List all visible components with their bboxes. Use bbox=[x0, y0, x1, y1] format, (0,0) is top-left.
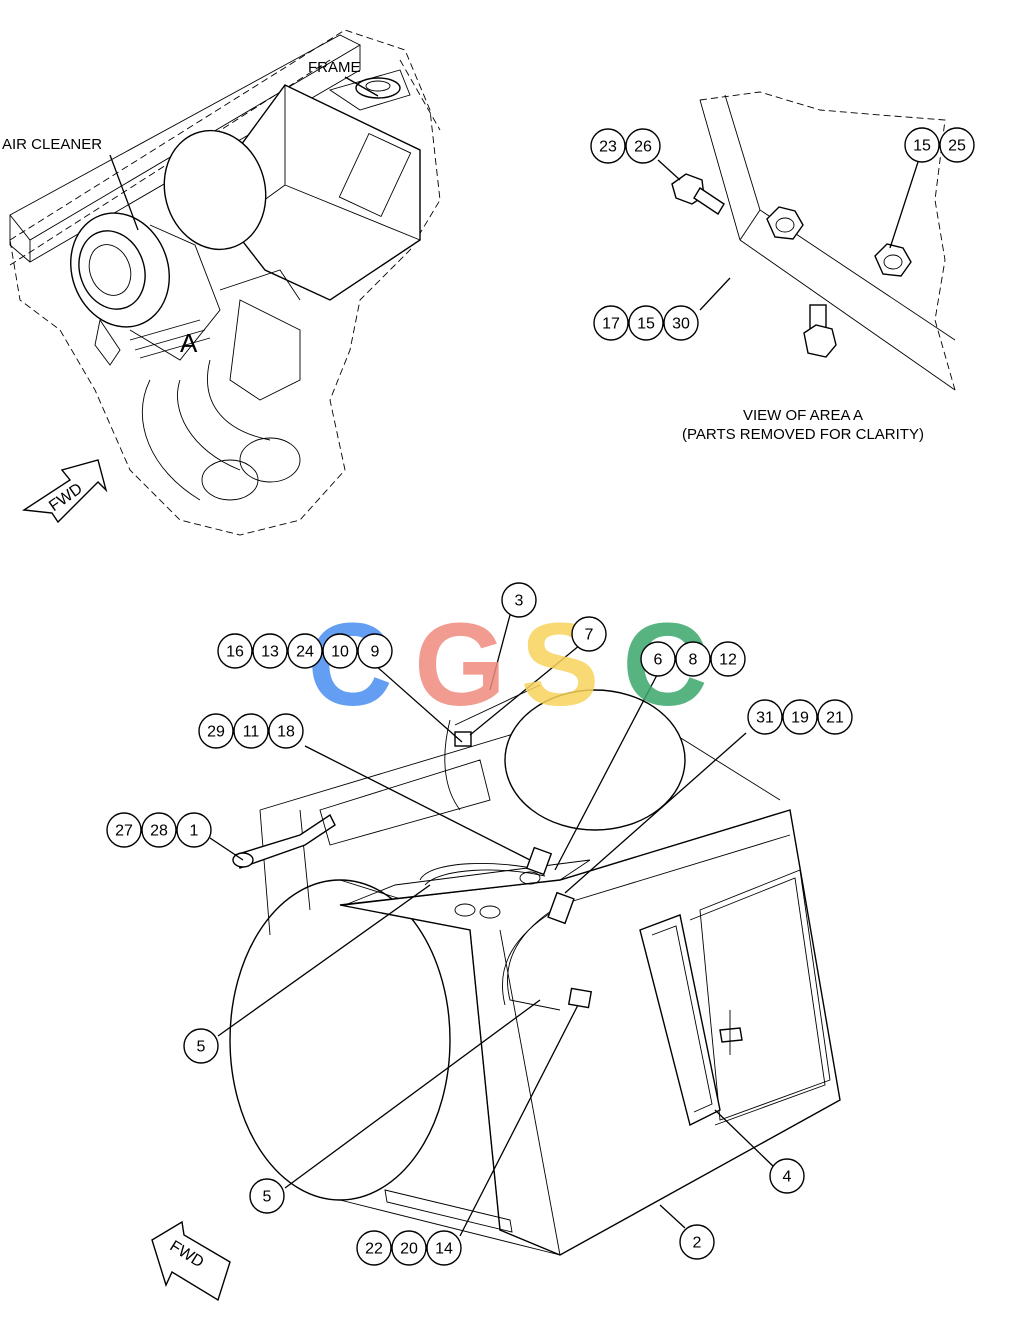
callout-circle bbox=[233, 713, 269, 749]
callout-circle bbox=[939, 127, 975, 163]
callout-number: 29 bbox=[207, 724, 225, 741]
frame-label: FRAME bbox=[308, 59, 361, 76]
callout-number: 6 bbox=[654, 652, 663, 669]
callout-number: 18 bbox=[277, 724, 295, 741]
callout-number: 17 bbox=[602, 316, 620, 333]
callout-number: 27 bbox=[115, 823, 133, 840]
callout-group-3: 3 bbox=[501, 582, 537, 618]
callout-circle bbox=[663, 305, 699, 341]
callout-number: 20 bbox=[400, 1241, 418, 1258]
callout-circle bbox=[141, 812, 177, 848]
callout-number: 23 bbox=[599, 139, 617, 156]
callout-circle bbox=[217, 633, 253, 669]
callout-number: 24 bbox=[296, 644, 314, 661]
callout-circle bbox=[747, 699, 783, 735]
callout-number: 25 bbox=[948, 138, 966, 155]
callout-group-5a: 5 bbox=[183, 1028, 219, 1064]
callout-group-6-8-12: 6 8 12 bbox=[640, 641, 746, 677]
callout-number: 1 bbox=[190, 823, 199, 840]
callout-circle bbox=[628, 305, 664, 341]
callout-number: 11 bbox=[243, 724, 260, 741]
callout-circle bbox=[426, 1230, 462, 1266]
leader-lines bbox=[209, 614, 776, 1237]
callout-circle bbox=[249, 1178, 285, 1214]
callout-group-27-28-1: 27 28 1 bbox=[106, 812, 212, 848]
main-assembly bbox=[229, 684, 841, 1256]
callout-number: 28 bbox=[150, 823, 168, 840]
callout-circle bbox=[176, 812, 212, 848]
callout-group-4: 4 bbox=[769, 1158, 805, 1194]
callout-circle bbox=[106, 812, 142, 848]
callout-number: 15 bbox=[913, 138, 931, 155]
callout-number: 12 bbox=[719, 652, 737, 669]
callout-circle bbox=[817, 699, 853, 735]
view-subtitle: (PARTS REMOVED FOR CLARITY) bbox=[682, 426, 924, 443]
callout-number: 9 bbox=[371, 644, 380, 661]
callout-circle bbox=[782, 699, 818, 735]
callout-number: 31 bbox=[756, 710, 774, 727]
callout-number: 10 bbox=[331, 644, 349, 661]
callout-number: 7 bbox=[585, 627, 594, 644]
callout-group-16-13-24-10-9: 16 13 24 10 9 bbox=[217, 633, 393, 669]
callout-group-23-26: 23 26 bbox=[590, 128, 661, 164]
callout-number: 14 bbox=[435, 1241, 453, 1258]
callout-number: 3 bbox=[515, 593, 524, 610]
overview-illustration bbox=[9, 29, 441, 536]
callout-number: 8 bbox=[689, 652, 698, 669]
callout-number: 21 bbox=[826, 710, 844, 727]
callout-circle bbox=[322, 633, 358, 669]
callout-circle bbox=[501, 582, 537, 618]
callout-number: 5 bbox=[197, 1039, 206, 1056]
callout-number: 13 bbox=[261, 644, 279, 661]
area-a-marker: A bbox=[180, 328, 198, 358]
callout-number: 30 bbox=[672, 316, 690, 333]
callout-group-31-19-21: 31 19 21 bbox=[747, 699, 853, 735]
callout-number: 2 bbox=[693, 1235, 702, 1252]
callout-circle bbox=[590, 128, 626, 164]
callout-number: 22 bbox=[365, 1241, 383, 1258]
callout-number: 16 bbox=[226, 644, 244, 661]
area-a-detail bbox=[657, 91, 956, 391]
callout-circle bbox=[640, 641, 676, 677]
callout-group-7: 7 bbox=[571, 616, 607, 652]
callout-number: 15 bbox=[637, 316, 655, 333]
callout-group-17-15-30: 17 15 30 bbox=[593, 305, 699, 341]
callout-number: 5 bbox=[263, 1189, 272, 1206]
callout-circle bbox=[593, 305, 629, 341]
callout-number: 26 bbox=[634, 139, 652, 156]
callout-circle bbox=[183, 1028, 219, 1064]
callout-circle bbox=[357, 633, 393, 669]
callout-circle bbox=[252, 633, 288, 669]
callout-circle bbox=[391, 1230, 427, 1266]
callout-number: 19 bbox=[791, 710, 809, 727]
callout-circle bbox=[675, 641, 711, 677]
fwd-arrow-bottom: FWD bbox=[151, 1220, 231, 1302]
air-cleaner-label: AIR CLEANER bbox=[2, 136, 102, 153]
callout-group-5b: 5 bbox=[249, 1178, 285, 1214]
callout-number: 4 bbox=[783, 1169, 792, 1186]
callout-circle bbox=[268, 713, 304, 749]
fwd-arrow-top: FWD bbox=[21, 459, 108, 524]
callout-circle bbox=[904, 127, 940, 163]
watermark-letter-g: G bbox=[414, 599, 506, 731]
callout-circle bbox=[625, 128, 661, 164]
callout-circle bbox=[287, 633, 323, 669]
callout-circle bbox=[198, 713, 234, 749]
callout-circle bbox=[571, 616, 607, 652]
callout-circle bbox=[769, 1158, 805, 1194]
callout-circle bbox=[356, 1230, 392, 1266]
callout-circle bbox=[710, 641, 746, 677]
callout-circle bbox=[679, 1224, 715, 1260]
view-title: VIEW OF AREA A bbox=[743, 407, 863, 424]
callout-group-22-20-14: 22 20 14 bbox=[356, 1230, 462, 1266]
callout-group-2: 2 bbox=[679, 1224, 715, 1260]
callout-group-29-11-18: 29 11 18 bbox=[198, 713, 304, 749]
